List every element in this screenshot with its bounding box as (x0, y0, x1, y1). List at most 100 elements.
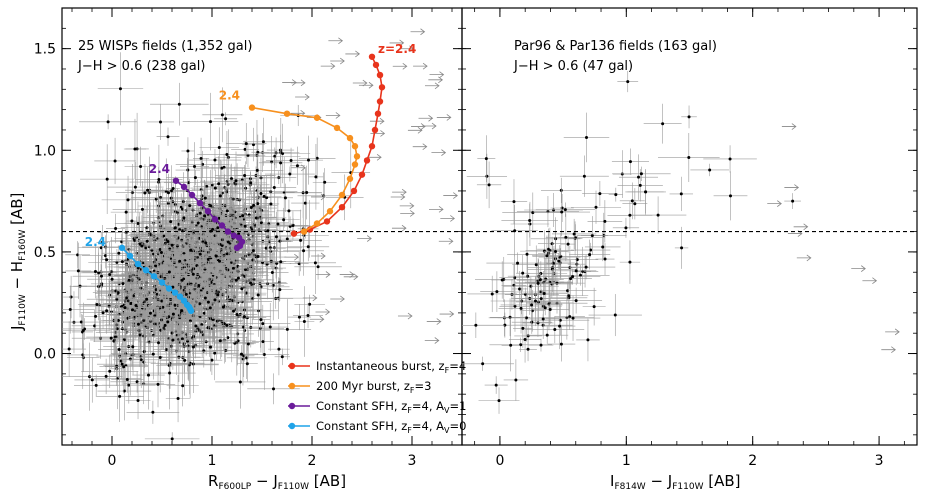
left-point-1297 (120, 362, 124, 366)
left-point-692 (297, 262, 301, 266)
left-point-1324 (243, 224, 247, 228)
right-point-151 (569, 277, 573, 281)
left-point-1165 (116, 291, 120, 295)
left-point-1159 (171, 186, 175, 190)
left-point-870 (164, 238, 168, 242)
left-point-804 (105, 177, 109, 181)
right-arrow-2 (851, 265, 866, 272)
model-tracks: z=2.42.42.42.4 (85, 42, 416, 315)
right-point-149 (568, 265, 572, 269)
track-3-point-7 (165, 285, 173, 292)
track-2-point-5 (224, 228, 232, 235)
left-point-855 (159, 196, 163, 200)
left-point-27 (118, 354, 122, 358)
left-point-1129 (256, 255, 260, 259)
left-point-202 (146, 373, 150, 377)
right-point-65 (638, 183, 642, 187)
right-scatter-points (462, 71, 801, 414)
legend-label-3: Constant SFH, zF=4, AV=0 (316, 419, 466, 435)
left-point-1279 (261, 140, 265, 144)
left-point-997 (146, 188, 150, 192)
left-arrow-1 (320, 62, 336, 70)
right-point-26 (543, 306, 547, 310)
left-point-165 (79, 320, 83, 324)
left-arrow-48 (431, 149, 447, 156)
left-point-441 (156, 382, 160, 386)
left-point-1069 (239, 352, 243, 356)
left-arrow-12 (389, 39, 405, 47)
track-1-point-8 (346, 134, 354, 142)
track-2-point-8 (204, 208, 212, 215)
right-point-153 (575, 258, 579, 262)
right-point-108 (541, 317, 545, 321)
left-point-1327 (140, 244, 144, 248)
left-point-1275 (195, 255, 199, 259)
right-point-134 (661, 122, 665, 126)
left-point-1337 (216, 293, 220, 297)
left-point-1253 (313, 261, 317, 265)
right-point-64 (568, 315, 572, 319)
left-point-128 (104, 374, 108, 378)
left-point-315 (273, 154, 277, 158)
left-point-1309 (218, 242, 222, 246)
right-point-122 (485, 174, 489, 178)
left-point-1153 (163, 276, 167, 280)
left-point-1343 (191, 272, 195, 276)
left-point-1144 (142, 318, 146, 322)
left-point-1308 (167, 270, 171, 274)
track-3-point-8 (158, 279, 166, 286)
legend-marker-0 (288, 362, 296, 370)
track-3-point-11 (134, 260, 142, 268)
left-point-431 (201, 162, 205, 166)
left-point-1090 (180, 337, 184, 341)
left-point-629 (135, 235, 139, 239)
right-point-20 (588, 253, 592, 257)
track-2-point-7 (211, 216, 219, 223)
left-point-137 (81, 353, 85, 357)
left-point-1245 (115, 297, 119, 301)
left-point-472 (166, 202, 170, 206)
right-point-129 (564, 235, 568, 239)
right-point-140 (571, 316, 575, 320)
left-point-1235 (206, 300, 210, 304)
right-point-55 (560, 206, 564, 210)
track-2-point-3 (235, 234, 243, 241)
right-point-35 (516, 261, 520, 265)
right-point-41 (559, 254, 563, 258)
legend-marker-2 (288, 402, 296, 410)
right-arrow-6 (885, 328, 900, 336)
left-point-1296 (171, 312, 175, 316)
left-point-1298 (166, 320, 170, 324)
left-point-1268 (217, 182, 221, 186)
left-arrow-40 (399, 202, 415, 210)
left-arrow-44 (397, 312, 413, 320)
track-0-point-14 (368, 53, 376, 60)
right-point-111 (598, 192, 602, 196)
right-point-4 (534, 263, 538, 267)
left-point-545 (108, 369, 112, 373)
left-arrow-45 (424, 337, 440, 344)
left-point-1263 (178, 259, 182, 263)
left-point-720 (105, 258, 109, 262)
left-point-737 (299, 238, 303, 242)
right-point-142 (639, 172, 643, 176)
left-arrow-23 (391, 224, 407, 232)
left-point-857 (282, 218, 286, 222)
left-point-1068 (97, 271, 101, 275)
right-point-32 (512, 200, 516, 204)
right-xtick-label-3: 3 (875, 453, 884, 469)
right-point-25 (680, 246, 684, 250)
right-point-101 (558, 324, 562, 328)
right-point-87 (528, 219, 532, 223)
right-point-51 (791, 199, 795, 203)
left-arrow-28 (302, 294, 318, 302)
left-point-665 (108, 272, 112, 276)
left-point-941 (117, 251, 121, 255)
left-point-1071 (243, 268, 247, 272)
right-point-91 (559, 342, 563, 346)
right-point-6 (487, 183, 491, 187)
left-ytick-label-1: 0.5 (34, 245, 56, 261)
track-1-point-3 (338, 191, 346, 199)
left-point-518 (151, 352, 155, 356)
left-point-1315 (93, 270, 97, 274)
